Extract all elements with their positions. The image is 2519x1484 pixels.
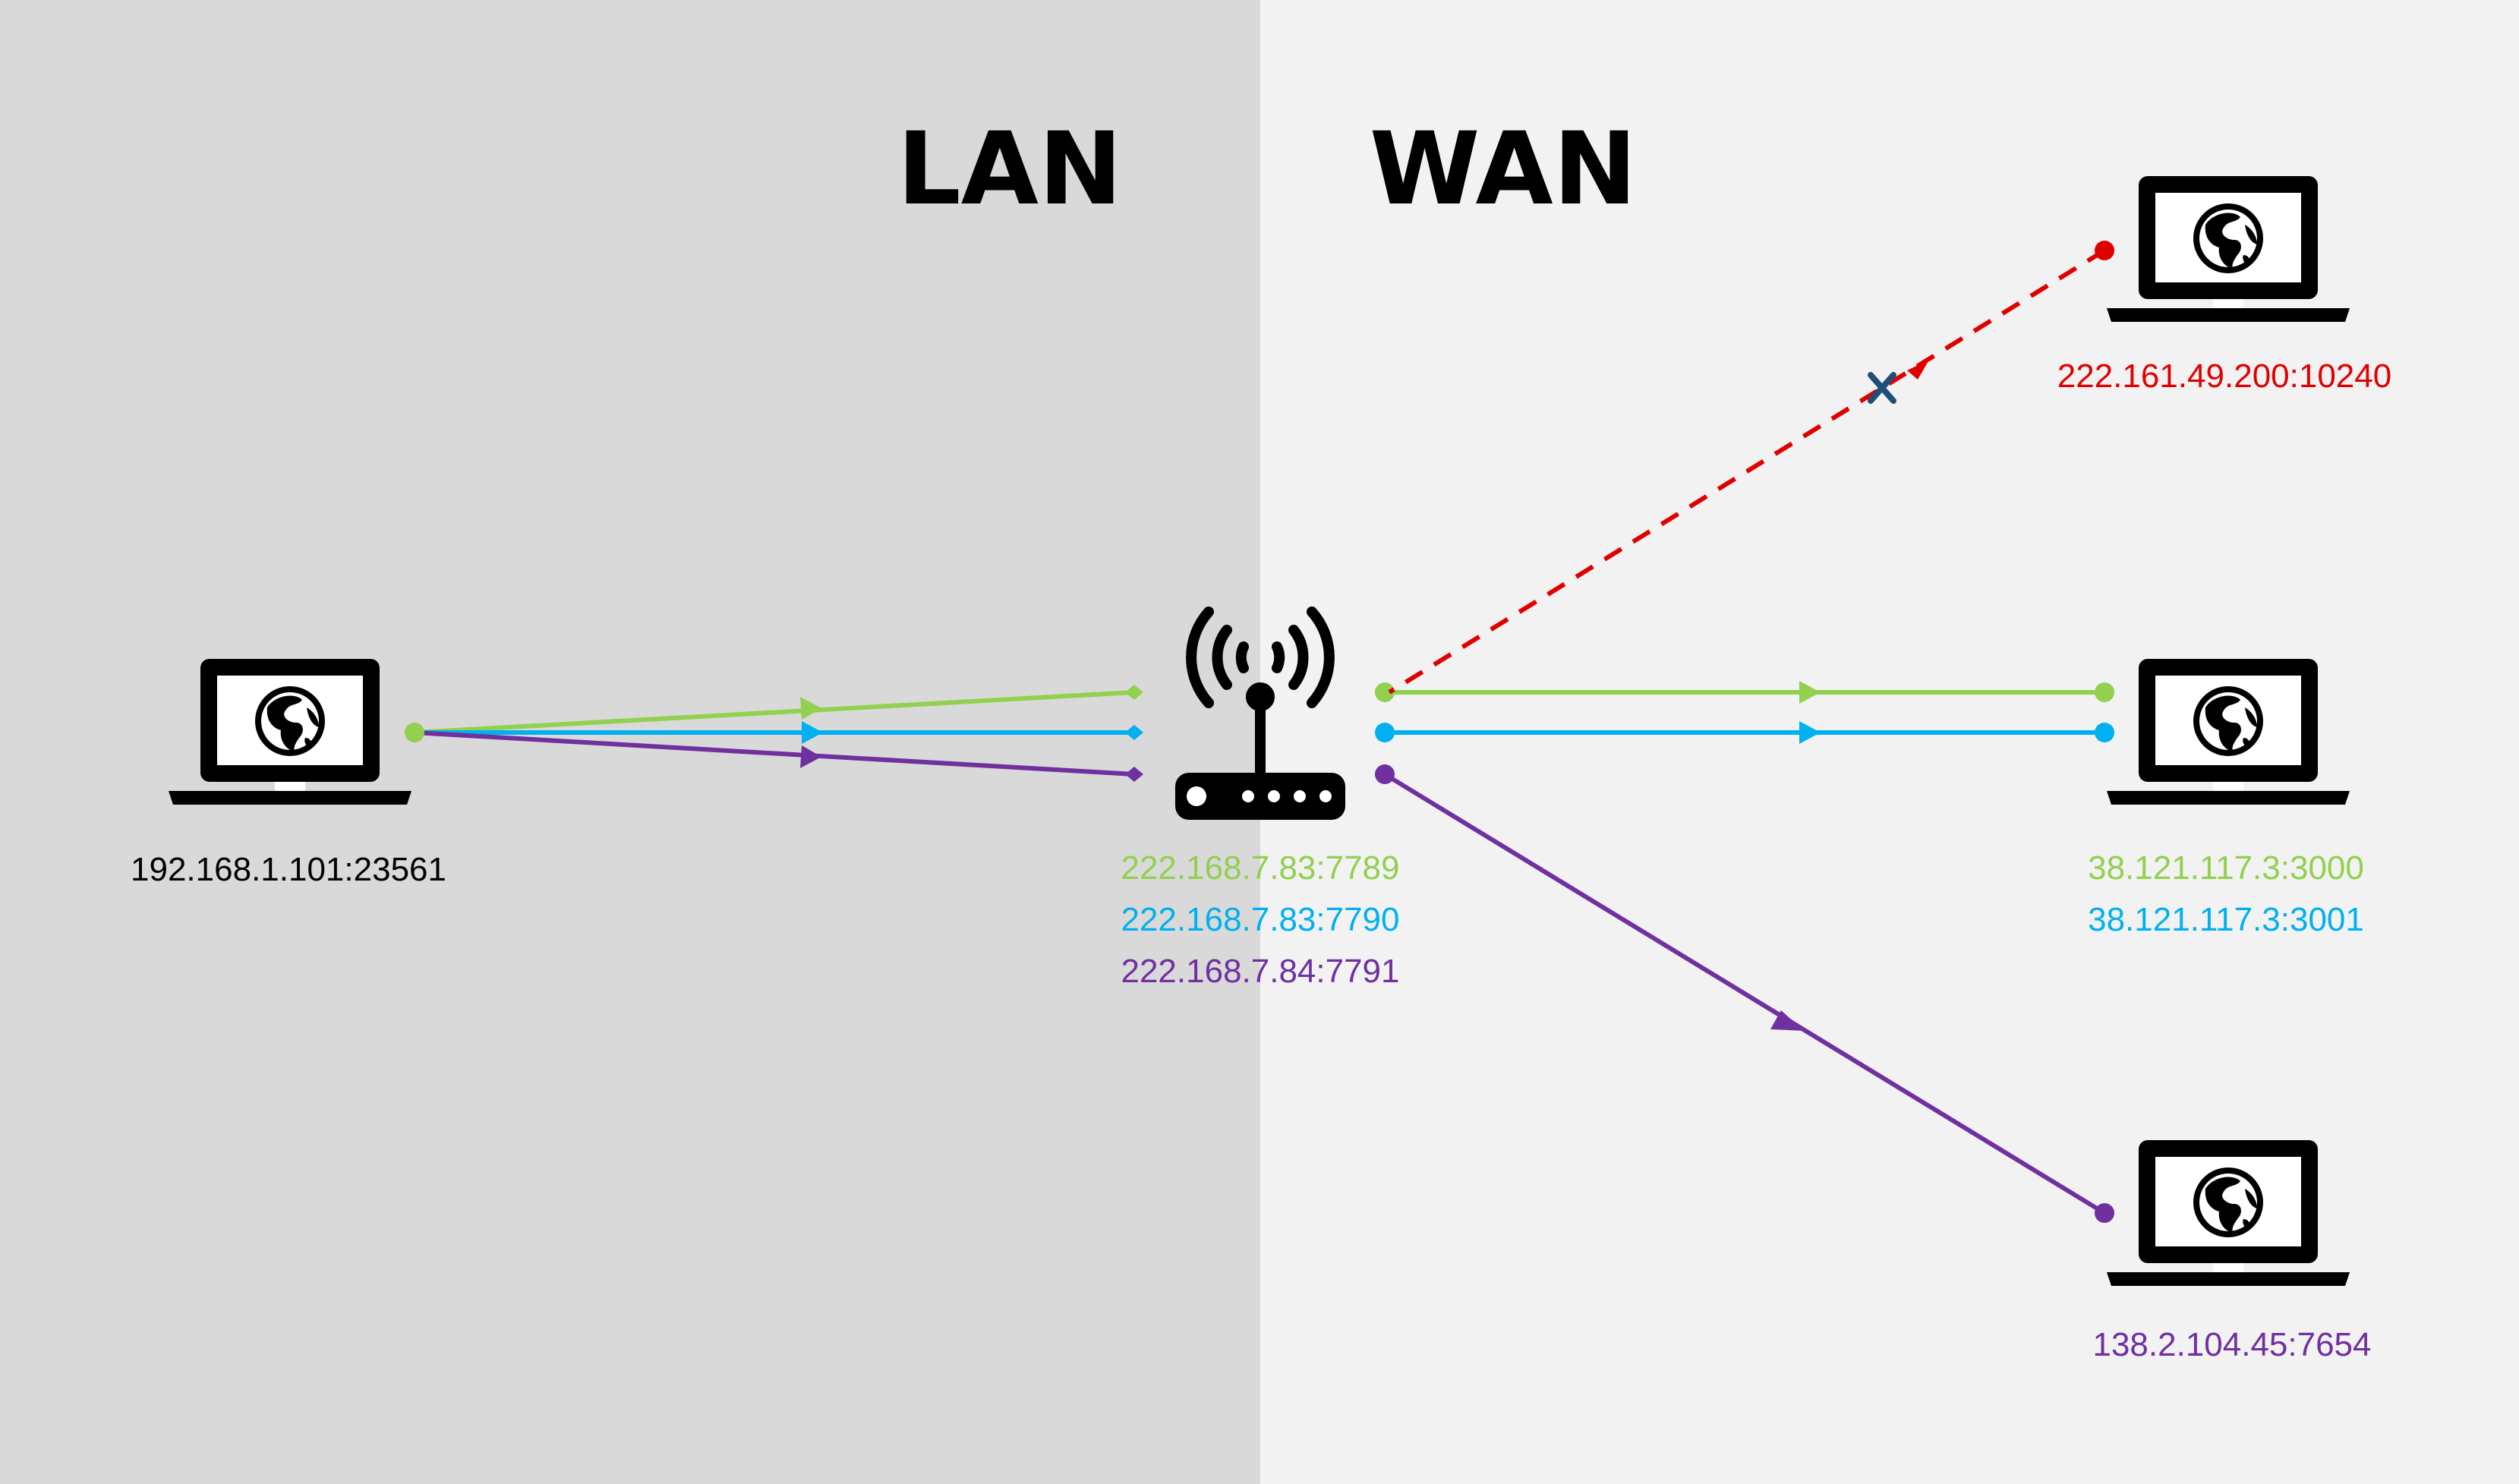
- blocked-host-address: 222.161.49.200:10240: [2057, 358, 2391, 395]
- connection-blue-wan: [1375, 721, 2114, 744]
- server-a-address-blue: 38.121.117.3:3001: [2088, 901, 2364, 938]
- router-mapping-purple: 222.168.7.84:7791: [1121, 953, 1399, 990]
- server-b-address: 138.2.104.45:7654: [2092, 1326, 2371, 1363]
- connection-blue-lan: [415, 721, 1143, 744]
- router-mapping-blue: 222.168.7.83:7790: [1121, 901, 1399, 938]
- connection-green-wan: [1375, 681, 2114, 704]
- blocked-x-icon: [1868, 372, 1896, 404]
- connection-purple-wan: [1375, 764, 2114, 1223]
- wifi-router-icon: [1175, 607, 1345, 820]
- lan-title: LAN: [897, 111, 1123, 228]
- router-mapping-green: 222.168.7.83:7789: [1121, 849, 1399, 887]
- local-port-dot: [405, 723, 424, 742]
- connection-red-blocked: [1388, 241, 2114, 695]
- connection-green-lan: [414, 685, 1143, 735]
- connection-purple-lan: [414, 730, 1143, 782]
- server-a-address-green: 38.121.117.3:3000: [2088, 849, 2364, 887]
- wan-title: WAN: [1370, 111, 1637, 228]
- local-host-address: 192.168.1.101:23561: [131, 851, 446, 888]
